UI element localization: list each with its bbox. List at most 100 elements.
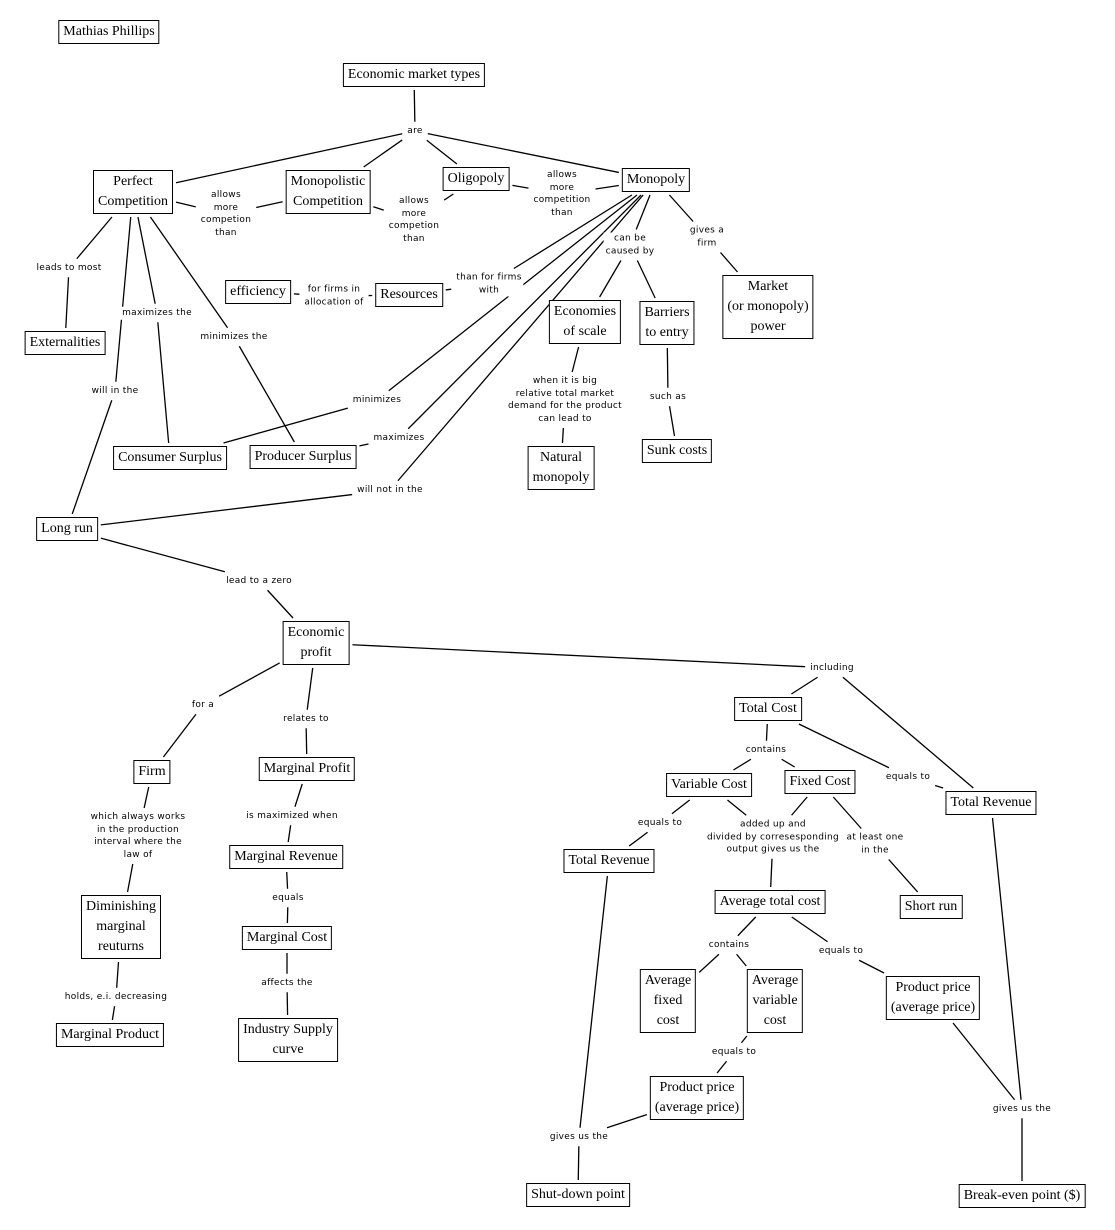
link-label-holds-decreasing[interactable]: holds, e.i. decreasing: [62, 990, 170, 1004]
connector-are-mc: [363, 139, 403, 168]
link-label-will-in-the[interactable]: will in the: [89, 384, 141, 398]
node-average-variable-cost[interactable]: Average variable cost: [746, 969, 804, 1033]
node-short-run[interactable]: Short run: [899, 895, 963, 919]
node-marginal-revenue[interactable]: Marginal Revenue: [229, 845, 343, 869]
node-firm[interactable]: Firm: [133, 760, 171, 784]
node-barriers-to-entry[interactable]: Barriers to entry: [639, 301, 695, 345]
connector-emt-are: [413, 89, 416, 122]
node-marginal-cost[interactable]: Marginal Cost: [241, 926, 333, 950]
link-label-for-firms-in-allocation[interactable]: for firms in allocation of: [302, 283, 366, 309]
link-label-contains[interactable]: contains: [743, 743, 789, 757]
connector-contains2-avc: [736, 953, 747, 967]
link-label-allows-more-competition[interactable]: allows more competition than: [531, 169, 593, 219]
link-label-such-as[interactable]: such as: [647, 390, 689, 404]
connector-pc-amc1: [175, 201, 196, 208]
link-label-relates-to[interactable]: relates to: [281, 712, 331, 726]
link-label-maximizes[interactable]: maximizes: [371, 431, 427, 445]
node-marginal-product[interactable]: Marginal Product: [55, 1023, 165, 1047]
link-label-than-for-firms-with[interactable]: than for firms with: [454, 271, 524, 297]
connector-vc-equalsto2: [671, 799, 691, 815]
link-label-when-it-is-big[interactable]: when it is big relative total market dem…: [506, 375, 624, 425]
node-product-price[interactable]: Product price (average price): [885, 976, 981, 1020]
node-average-total-cost[interactable]: Average total cost: [714, 890, 826, 914]
link-label-allows-more-competition[interactable]: allows more competion than: [386, 195, 442, 245]
node-monopoly[interactable]: Monopoly: [621, 168, 691, 192]
link-label-minimizes[interactable]: minimizes: [350, 393, 404, 407]
link-label-gives-us-the[interactable]: gives us the: [990, 1102, 1054, 1116]
node-economic-market-types[interactable]: Economic market types: [342, 63, 486, 87]
connector-ep-relates: [306, 667, 314, 710]
node-break-even-point[interactable]: Break-even point ($): [958, 1184, 1086, 1208]
node-total-revenue[interactable]: Total Revenue: [945, 791, 1037, 815]
link-label-equals-to[interactable]: equals to: [709, 1045, 759, 1059]
link-label-gives-us-the[interactable]: gives us the: [547, 1130, 611, 1144]
node-fixed-cost[interactable]: Fixed Cost: [784, 770, 856, 794]
node-product-price[interactable]: Product price (average price): [649, 1076, 745, 1120]
link-label-contains[interactable]: contains: [706, 938, 752, 952]
link-label-allows-more-competition[interactable]: allows more competion than: [198, 189, 254, 239]
node-resources[interactable]: Resources: [375, 283, 443, 307]
node-industry-supply-curve[interactable]: Industry Supply curve: [238, 1018, 338, 1062]
node-long-run[interactable]: Long run: [36, 517, 98, 541]
link-label-at-least-one-in-the[interactable]: at least one in the: [844, 831, 906, 857]
link-label-is-maximized-when[interactable]: is maximized when: [244, 809, 340, 823]
node-total-revenue[interactable]: Total Revenue: [563, 849, 655, 873]
node-efficiency[interactable]: efficiency: [225, 280, 291, 304]
link-label-minimizes-the[interactable]: minimizes the: [198, 330, 270, 344]
link-label-equals[interactable]: equals: [270, 891, 306, 905]
node-producer-surplus[interactable]: Producer Surplus: [249, 445, 357, 469]
connector-equalsto3-pp2: [858, 959, 885, 974]
connector-contains2-afc: [698, 953, 720, 973]
connector-tr1-gives1: [579, 875, 609, 1128]
link-label-equals-to[interactable]: equals to: [883, 770, 933, 784]
node-market-power[interactable]: Market (or monopoly) power: [722, 275, 814, 339]
link-label-are[interactable]: are: [405, 124, 425, 138]
node-perfect-competition[interactable]: Perfect Competition: [93, 170, 173, 214]
connector-including-tr2: [842, 676, 974, 789]
connector-fc-addedup: [791, 796, 808, 816]
link-label-which-always-works[interactable]: which always works in the production int…: [88, 811, 188, 861]
node-externalities[interactable]: Externalities: [24, 331, 106, 355]
connector-atleast-sr: [888, 859, 919, 893]
connector-tr2-gives2: [991, 817, 1022, 1100]
link-label-can-be-caused-by[interactable]: can be caused by: [603, 232, 657, 258]
node-sunk-costs[interactable]: Sunk costs: [641, 439, 713, 463]
connector-canbe-bar: [636, 260, 656, 299]
node-consumer-surplus[interactable]: Consumer Surplus: [113, 446, 227, 470]
node-average-fixed-cost[interactable]: Average fixed cost: [639, 969, 697, 1033]
connector-amc1-mc: [256, 201, 283, 209]
link-label-lead-to-a-zero[interactable]: lead to a zero: [224, 574, 294, 588]
connector-relates-mp: [305, 728, 308, 755]
node-marginal-profit[interactable]: Marginal Profit: [258, 757, 356, 781]
link-label-equals-to[interactable]: equals to: [635, 816, 685, 830]
connector-fora-firm: [162, 713, 197, 758]
link-label-added-up-and-divided[interactable]: added up and divided by corresesponding …: [704, 818, 842, 856]
connector-pc-willin: [115, 216, 132, 382]
link-label-maximizes-the[interactable]: maximizes the: [120, 306, 194, 320]
link-label-equals-to[interactable]: equals to: [816, 944, 866, 958]
connector-whenbig-natm: [561, 427, 565, 444]
node-oligopoly[interactable]: Oligopoly: [442, 167, 510, 191]
node-economic-profit[interactable]: Economic profit: [282, 621, 350, 665]
node-diminishing-marginal-returns[interactable]: Diminishing marginal reuturns: [80, 895, 162, 959]
link-label-leads-to-most[interactable]: leads to most: [34, 261, 104, 275]
connector-pp2-gives2: [952, 1022, 1016, 1101]
connector-equalsto2-tr1: [628, 831, 648, 847]
link-label-affects-the[interactable]: affects the: [259, 976, 315, 990]
link-label-for-a[interactable]: for a: [189, 698, 217, 712]
connector-equalsto4-pp1: [716, 1060, 728, 1074]
connector-maxthe-cs: [157, 322, 170, 444]
node-variable-cost[interactable]: Variable Cost: [666, 773, 752, 797]
node-monopolistic-competition[interactable]: Monopolistic Competition: [285, 170, 371, 214]
node-total-cost[interactable]: Total Cost: [734, 697, 802, 721]
connector-mp-ismax: [294, 783, 303, 807]
author-name-node[interactable]: Mathias Phillips: [58, 20, 160, 44]
link-label-including[interactable]: including: [808, 661, 856, 675]
connector-thanfor-mono: [513, 194, 633, 270]
node-natural-monopoly[interactable]: Natural monopoly: [527, 446, 595, 490]
connector-dmr-holds: [116, 961, 120, 988]
node-shut-down-point[interactable]: Shut-down point: [526, 1183, 630, 1207]
node-economies-of-scale[interactable]: Economies of scale: [548, 300, 622, 344]
link-label-gives-a-firm[interactable]: gives a firm: [687, 224, 727, 250]
link-label-will-not-in-the[interactable]: will not in the: [355, 483, 425, 497]
